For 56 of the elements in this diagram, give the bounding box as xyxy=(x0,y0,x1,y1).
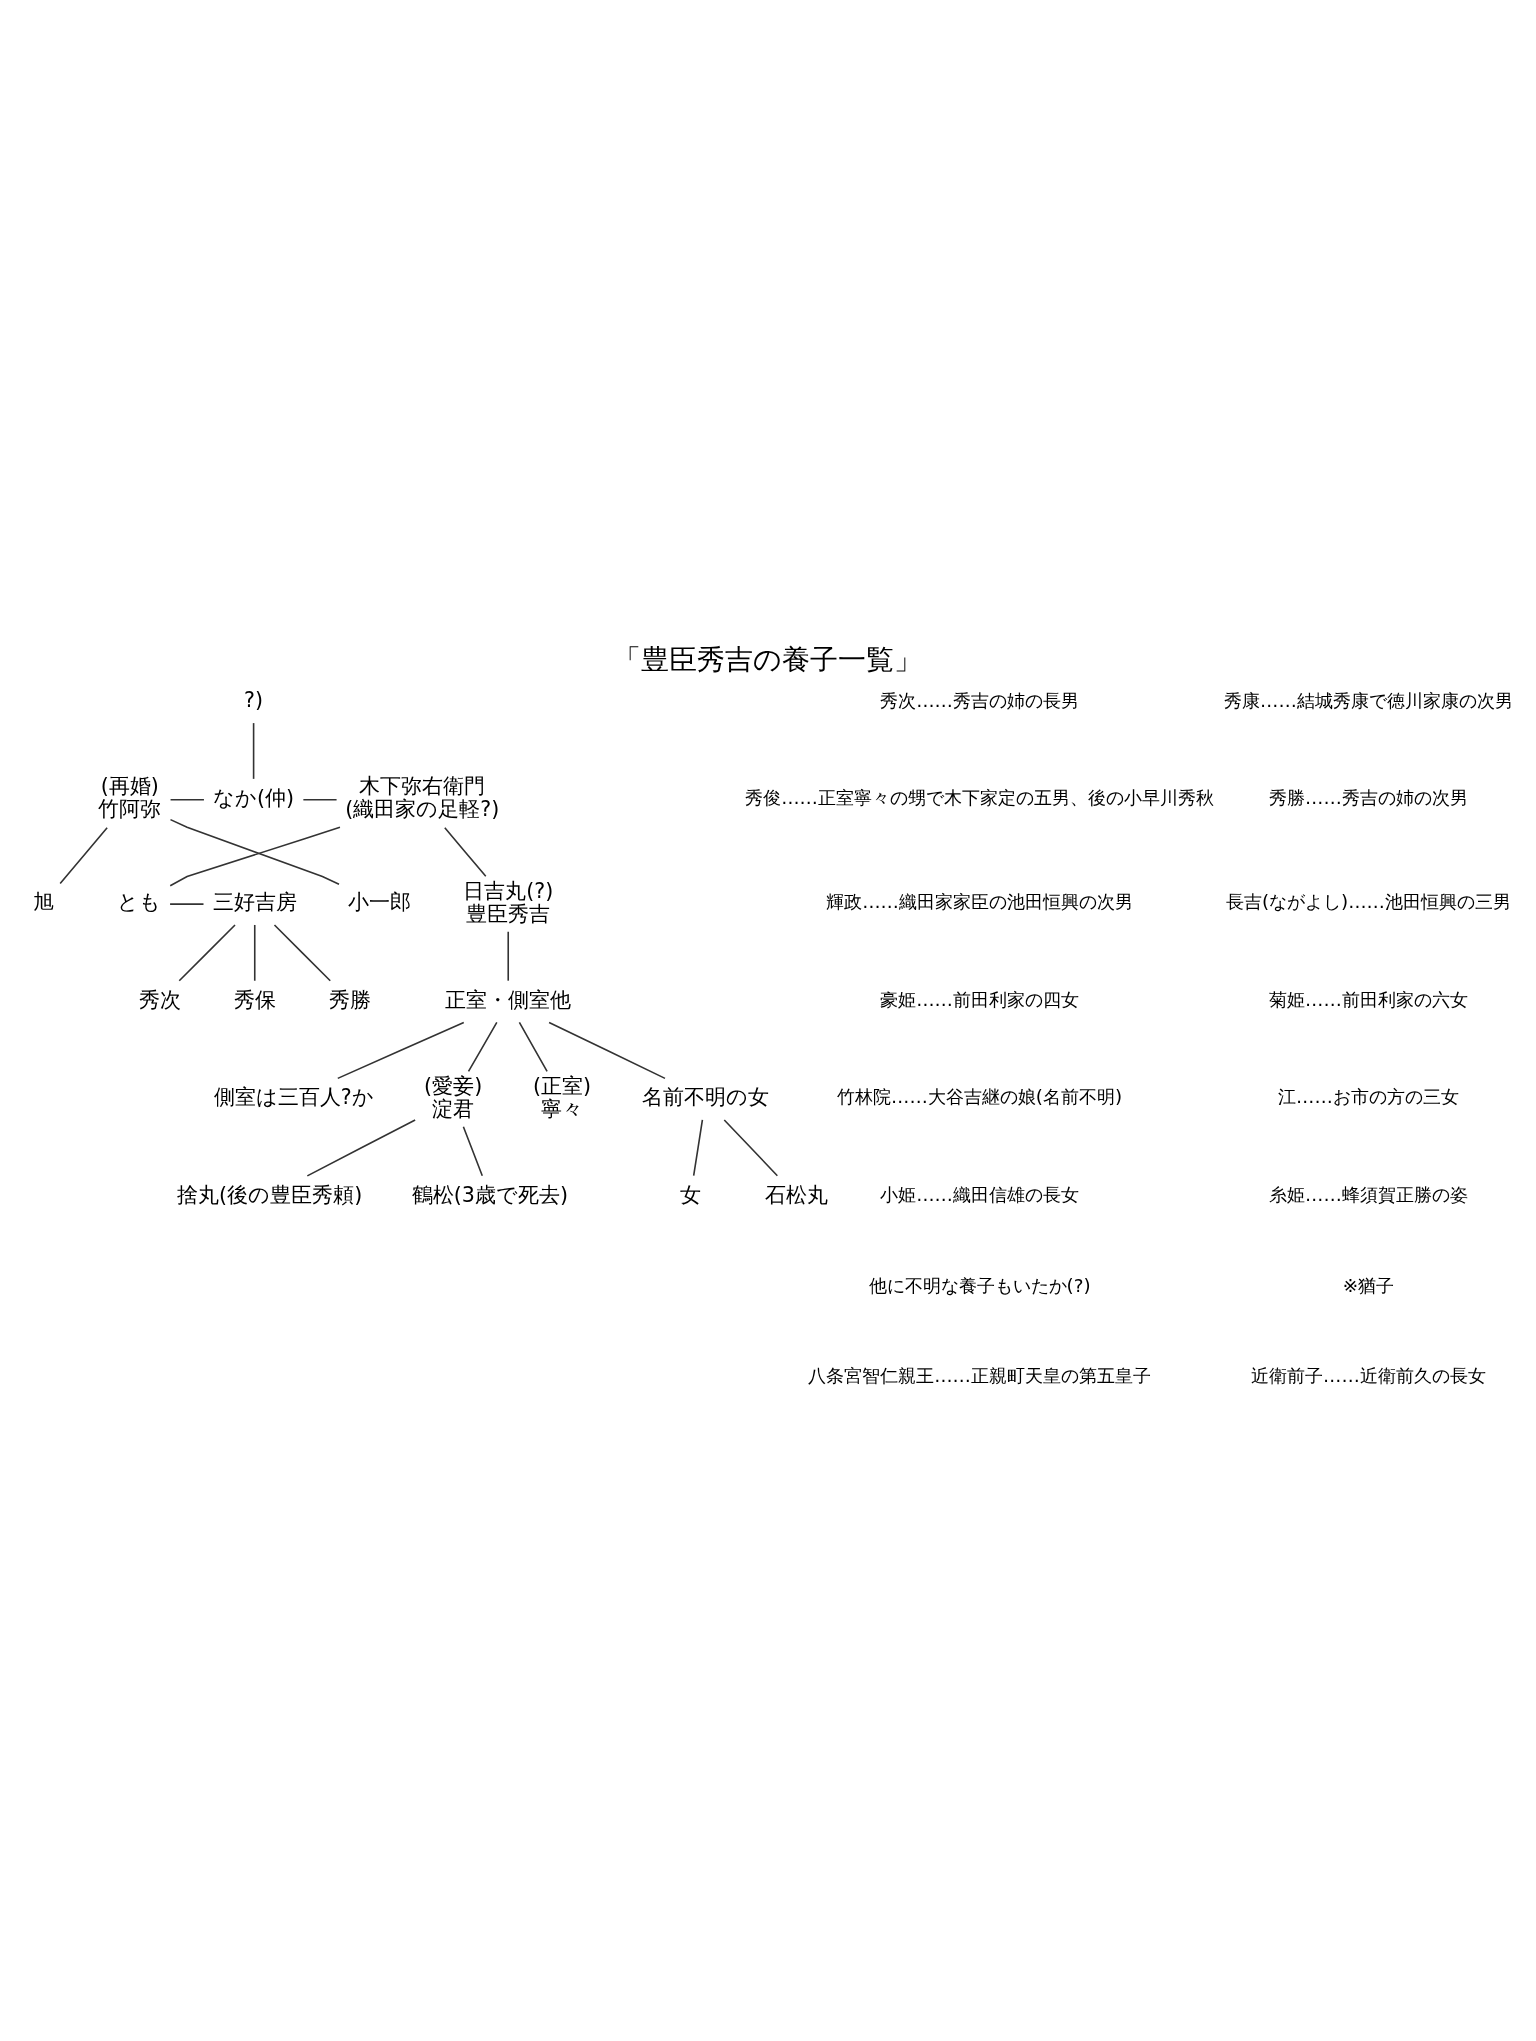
node-text: (再婚) 竹阿弥 xyxy=(98,774,162,822)
node-text: 秀次 xyxy=(138,987,181,1012)
node-text: 側室は三百人?か xyxy=(213,1085,374,1110)
label: 秀勝……秀吉の姉の次男 xyxy=(1269,787,1468,809)
node-text: 石松丸 xyxy=(764,1182,828,1207)
label: 小姫……織田信雄の長女 xyxy=(880,1183,1079,1205)
connector xyxy=(336,1021,465,1080)
node-text: とも xyxy=(116,890,161,915)
label: 江……お市の方の三女 xyxy=(1278,1086,1459,1108)
label: 近衛前子……近衛前久の長女 xyxy=(1251,1365,1486,1387)
connector xyxy=(252,722,255,780)
label: 長吉(ながよし)……池田恒興の三男 xyxy=(1225,891,1511,913)
connector xyxy=(462,1125,484,1177)
connector xyxy=(507,930,510,982)
label: 八条宮智仁親王……正親町天皇の第五皇子 xyxy=(808,1365,1151,1387)
label: 輝政……織田家家臣の池田恒興の次男 xyxy=(826,891,1133,913)
node-text: なか(仲) xyxy=(213,785,295,810)
diagram-title: 「豊臣秀吉の養子一覧」 xyxy=(613,643,923,676)
label: 糸姫……蜂須賀正勝の姿 xyxy=(1269,1183,1468,1205)
connector xyxy=(306,1119,416,1177)
connector xyxy=(273,924,332,982)
node-text: (愛妾) 淀君 xyxy=(424,1073,483,1121)
label: 竹林院……大谷吉継の娘(名前不明) xyxy=(837,1086,1123,1108)
connector xyxy=(692,1119,704,1177)
node-text: 女 xyxy=(680,1182,702,1207)
node-text: 捨丸(後の豊臣秀頼) xyxy=(177,1182,363,1207)
connector xyxy=(169,903,205,905)
node-text: ?) xyxy=(244,688,264,713)
label: 秀俊……正室寧々の甥で木下家定の五男、後の小早川秀秋 xyxy=(745,787,1214,809)
node-text: 三好吉房 xyxy=(212,890,297,915)
node-text: 木下弥右衛門 (織田家の足軽?) xyxy=(345,774,500,822)
connector xyxy=(518,1021,548,1073)
connector xyxy=(548,1021,666,1080)
connector xyxy=(302,798,338,801)
node-text: 名前不明の女 xyxy=(641,1085,769,1110)
node-text: 小一郎 xyxy=(348,890,412,915)
connector xyxy=(178,924,236,982)
label: 豪姫……前田利家の四女 xyxy=(880,988,1079,1010)
label: 菊姫……前田利家の六女 xyxy=(1269,988,1468,1010)
label: 他に不明な養子もいたか(?) xyxy=(868,1274,1091,1296)
node-text: 旭 xyxy=(33,890,55,915)
connector xyxy=(723,1119,779,1177)
connector xyxy=(169,798,205,801)
node-text: 鶴松(3歳で死去) xyxy=(411,1182,568,1207)
connector xyxy=(444,826,487,878)
label: ※猶子 xyxy=(1342,1274,1395,1296)
label: 秀次……秀吉の姉の長男 xyxy=(880,689,1079,711)
connector xyxy=(253,924,256,982)
label: 秀康……結城秀康で徳川家康の次男 xyxy=(1224,689,1513,711)
node-text: 秀保 xyxy=(233,987,276,1012)
node-text: (正室) 寧々 xyxy=(533,1073,592,1121)
connector xyxy=(59,826,108,885)
connector xyxy=(467,1021,498,1073)
node-text: 秀勝 xyxy=(328,987,371,1012)
node-text: 正室・側室他 xyxy=(445,987,572,1012)
node-text: 日吉丸(?) 豊臣秀吉 xyxy=(463,878,554,926)
